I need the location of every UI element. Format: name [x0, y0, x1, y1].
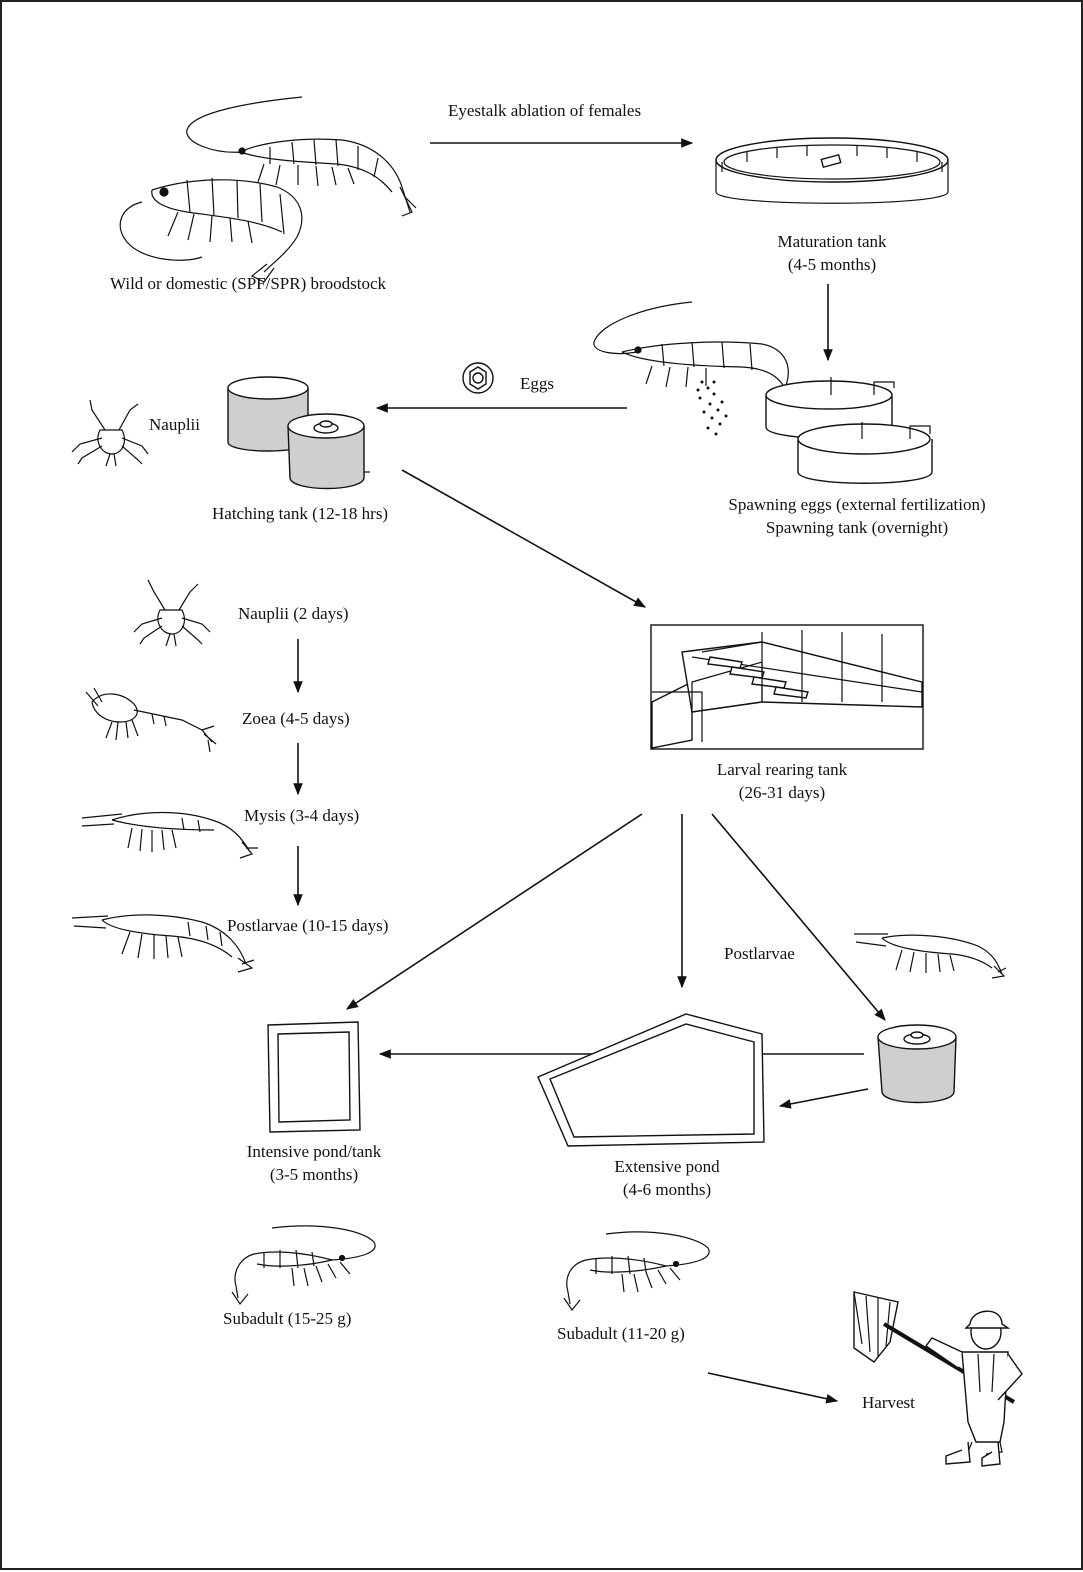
intensive-pond-illustration: [267, 1021, 361, 1133]
label-larval-line2: (26-31 days): [738, 783, 826, 802]
nursery-tank-illustration: [877, 1024, 957, 1104]
maturation-tank-illustration: [715, 137, 949, 204]
larval-rearing-tank-illustration: [650, 624, 924, 750]
label-intensive-pond: Intensive pond/tank (3-5 months): [224, 1140, 404, 1186]
label-nauplii-stage: Nauplii (2 days): [238, 604, 349, 623]
nauplius-illustration-top: [71, 399, 149, 467]
label-intensive-line2: (3-5 months): [269, 1165, 359, 1184]
label-zoea-stage: Zoea (4-5 days): [242, 709, 350, 728]
label-intensive-line1: Intensive pond/tank: [246, 1142, 382, 1161]
egg-icon: [462, 362, 494, 394]
label-broodstock: Wild or domestic (SPF/SPR) broodstock: [110, 274, 387, 293]
arrow-hatching-to-larval: [401, 469, 647, 608]
harvester-illustration: [853, 1291, 1023, 1467]
zoea-stage-illustration: [85, 687, 217, 753]
egg-dots: [696, 380, 728, 436]
label-maturation-tank-line1: Maturation tank: [777, 232, 887, 251]
label-maturation-tank-line2: (4-5 months): [787, 255, 877, 274]
spawning-tank-illustration: [765, 377, 933, 484]
label-spawning: Spawning eggs (external fertilization) S…: [702, 493, 1012, 539]
label-mysis-stage: Mysis (3-4 days): [244, 806, 360, 825]
label-maturation-tank: Maturation tank (4-5 months): [742, 230, 922, 276]
subadult-shrimp-right-illustration: [563, 1231, 710, 1312]
label-eggs: Eggs: [520, 374, 554, 393]
hatching-tank-illustration: [227, 376, 370, 490]
label-extensive-line1: Extensive pond: [614, 1157, 720, 1176]
extensive-pond-illustration: [537, 1013, 765, 1147]
label-hatching-tank: Hatching tank (12-18 hrs): [212, 504, 389, 523]
label-eyestalk-ablation: Eyestalk ablation of females: [448, 101, 642, 120]
arrow-larval-to-intensive: [345, 813, 643, 1010]
label-extensive-line2: (4-6 months): [622, 1180, 712, 1199]
arrow-nursery-to-extensive: [778, 1088, 869, 1109]
arrow-larval-to-nursery: [711, 813, 886, 1021]
postlarva-stage-illustration: [71, 914, 255, 973]
arrow-to-harvest: [707, 1372, 839, 1404]
broodstock-shrimp-illustration: [119, 96, 417, 283]
label-spawning-line2: Spawning tank (overnight): [765, 518, 949, 537]
label-nauplii-top: Nauplii: [149, 415, 200, 434]
mysis-stage-illustration: [81, 811, 258, 859]
postlarva-right-illustration: [854, 933, 1007, 979]
label-harvest: Harvest: [862, 1393, 915, 1412]
label-subadult-right: Subadult (11-20 g): [557, 1324, 685, 1343]
label-subadult-left: Subadult (15-25 g): [223, 1309, 352, 1328]
label-postlarvae-right: Postlarvae: [724, 944, 795, 963]
subadult-shrimp-left-illustration: [231, 1225, 376, 1306]
spawning-shrimp-illustration: [593, 301, 789, 398]
label-larval-line1: Larval rearing tank: [716, 760, 848, 779]
label-postlarvae-stage: Postlarvae (10-15 days): [227, 916, 389, 935]
label-larval-rearing-tank: Larval rearing tank (26-31 days): [692, 758, 872, 804]
label-spawning-line1: Spawning eggs (external fertilization): [728, 495, 986, 514]
label-extensive-pond: Extensive pond (4-6 months): [577, 1155, 757, 1201]
nauplius-stage-illustration: [133, 579, 211, 647]
